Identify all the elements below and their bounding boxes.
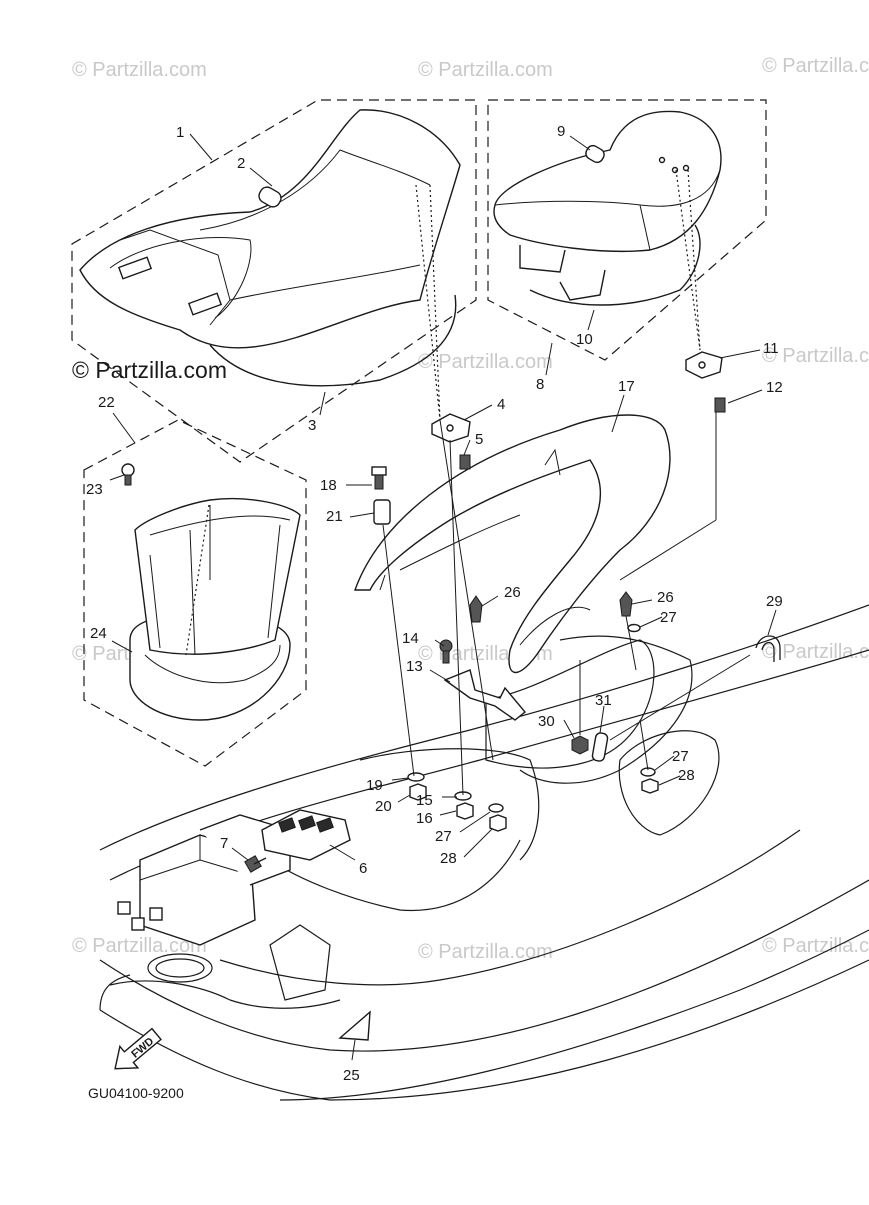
callout-6: 6 xyxy=(359,860,367,877)
callout-5: 5 xyxy=(475,431,483,448)
stay-bracket xyxy=(443,669,526,721)
callout-11: 11 xyxy=(763,340,779,357)
bolt xyxy=(244,855,262,873)
callout-28: 28 xyxy=(678,767,695,784)
callout-27: 27 xyxy=(672,748,689,765)
callout-3: 3 xyxy=(308,417,316,434)
callout-26: 26 xyxy=(657,589,674,606)
callout-4: 4 xyxy=(497,396,505,413)
rear-seat xyxy=(493,110,722,301)
callout-numbers: 1 2 3 4 5 6 7 8 9 10 11 12 13 14 15 16 1… xyxy=(86,123,783,1084)
callout-26: 26 xyxy=(504,584,521,601)
callout-31: 31 xyxy=(595,692,612,709)
bolt xyxy=(439,639,453,653)
callout-23: 23 xyxy=(86,481,103,498)
plate xyxy=(591,732,609,762)
callout-30: 30 xyxy=(538,713,555,730)
u-clip xyxy=(755,635,781,660)
storage-group-box xyxy=(83,419,307,767)
watermark: © Partzilla.com xyxy=(418,59,553,81)
callout-20: 20 xyxy=(375,798,392,815)
bolt xyxy=(459,454,471,470)
watermark: © Partzilla.com xyxy=(762,641,869,663)
watermark: © Partzilla.com xyxy=(72,59,207,81)
callout-27: 27 xyxy=(660,609,677,626)
bolt xyxy=(371,466,387,476)
callout-28: 28 xyxy=(440,850,457,867)
watermark-logo: © Partzilla.com xyxy=(72,357,227,383)
watermarks: © Partzilla.com © Partzilla.com © Partzi… xyxy=(72,55,869,963)
pin xyxy=(469,595,483,623)
nut xyxy=(571,735,589,755)
hardware xyxy=(121,351,781,1041)
callout-2: 2 xyxy=(237,155,245,172)
callout-9: 9 xyxy=(557,123,565,140)
callout-27: 27 xyxy=(435,828,452,845)
callout-7: 7 xyxy=(220,835,228,852)
leader-lines xyxy=(109,133,777,1061)
assembly-lines xyxy=(185,169,751,796)
front-seat-edge-band xyxy=(209,294,457,387)
callout-13: 13 xyxy=(406,658,423,675)
rear-deck-cover xyxy=(354,414,671,674)
collar xyxy=(373,499,391,525)
callout-14: 14 xyxy=(402,630,419,647)
callout-18: 18 xyxy=(320,477,337,494)
watermark: © Partzilla.com xyxy=(762,935,869,957)
rear-seat-edge-band xyxy=(529,224,701,306)
washer xyxy=(407,772,425,782)
storage-bin xyxy=(129,497,301,721)
watermark: © Partzilla.com xyxy=(762,55,869,77)
nut xyxy=(489,814,507,832)
front-seat-group-box xyxy=(71,99,477,463)
callout-19: 19 xyxy=(366,777,383,794)
callout-21: 21 xyxy=(326,508,343,525)
callout-24: 24 xyxy=(90,625,107,642)
decal xyxy=(338,1010,371,1041)
washer xyxy=(488,803,504,813)
nut xyxy=(409,783,427,801)
callout-12: 12 xyxy=(766,379,783,396)
watermark: © Partzilla.com xyxy=(418,351,553,373)
callout-25: 25 xyxy=(343,1067,360,1084)
nut xyxy=(456,802,474,820)
pin xyxy=(619,591,633,617)
callout-15: 15 xyxy=(416,792,433,809)
callout-16: 16 xyxy=(416,810,433,827)
bolt xyxy=(714,397,726,413)
front-seat xyxy=(79,109,461,349)
callout-10: 10 xyxy=(576,331,593,348)
watermark: © Partzilla.com xyxy=(72,935,207,957)
washer xyxy=(627,623,641,633)
callout-17: 17 xyxy=(618,378,635,395)
holder xyxy=(261,809,351,861)
diagram-code: GU04100-9200 xyxy=(88,1085,184,1101)
rear-seat-group-box xyxy=(487,99,767,361)
watermark: © Partzilla.com xyxy=(418,941,553,963)
callout-29: 29 xyxy=(766,593,783,610)
watermark: © Partzilla.com xyxy=(762,345,869,367)
nut xyxy=(641,778,659,794)
callout-22: 22 xyxy=(98,394,115,411)
callout-8: 8 xyxy=(536,376,544,393)
callout-1: 1 xyxy=(176,124,184,141)
screw xyxy=(121,463,135,477)
